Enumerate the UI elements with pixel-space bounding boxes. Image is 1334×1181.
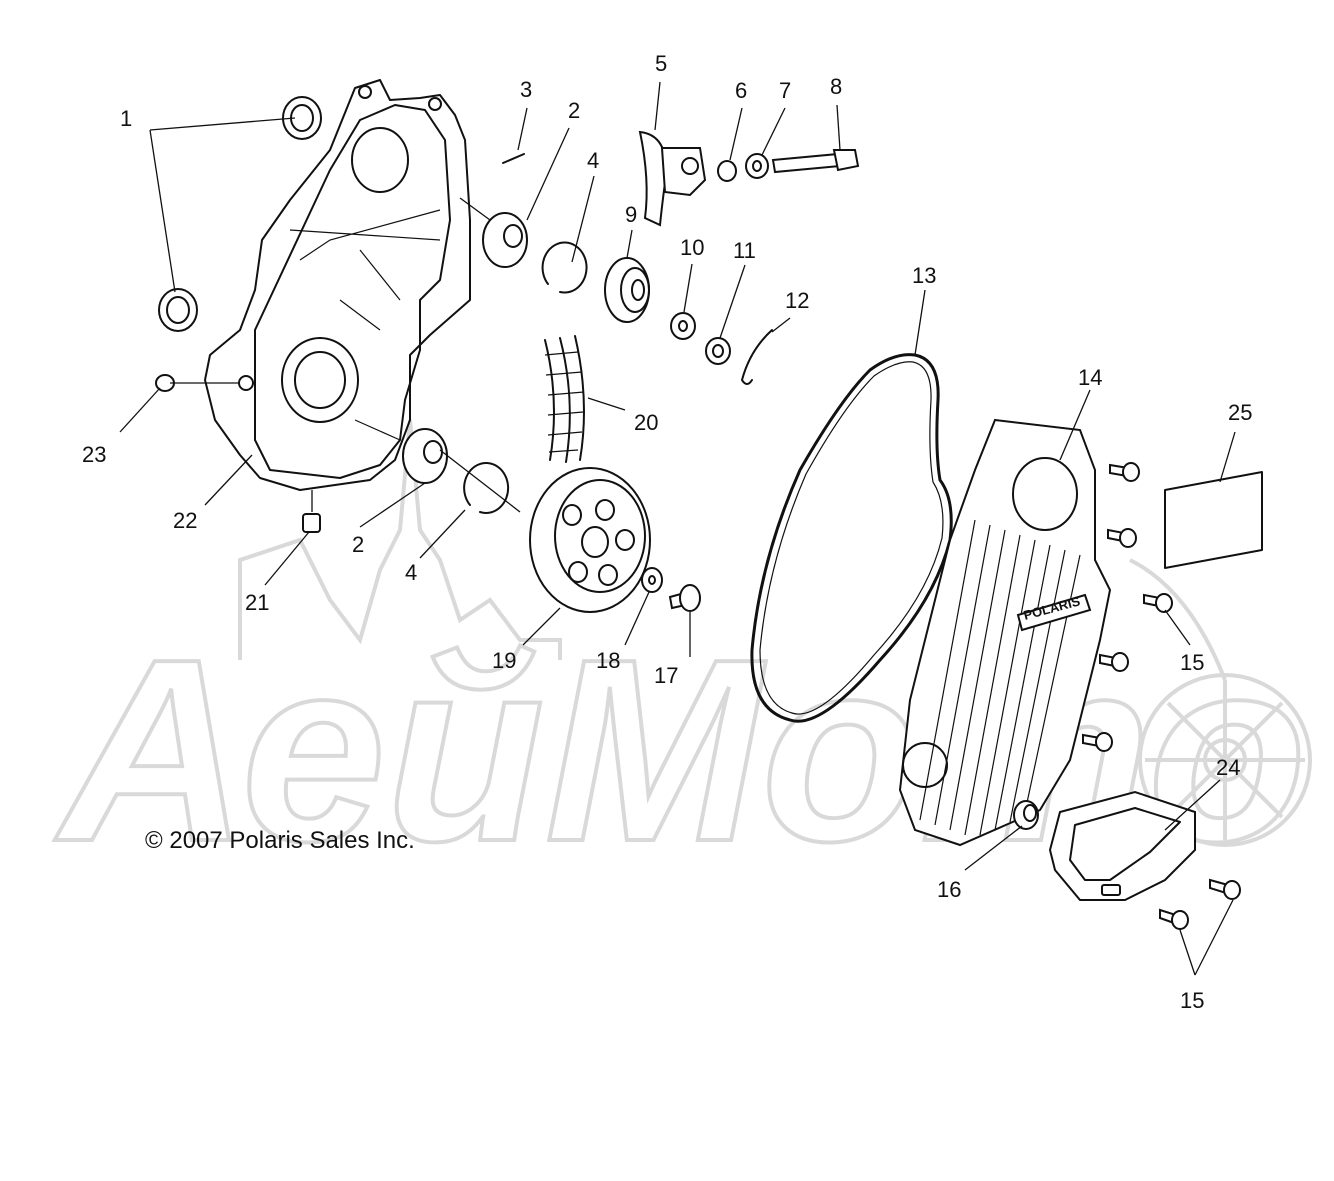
callout-2-lower: 2 — [352, 532, 364, 557]
callout-23: 23 — [82, 442, 106, 467]
callout-11: 11 — [733, 238, 756, 263]
callout-8: 8 — [830, 74, 842, 99]
bolt-15c — [1143, 593, 1173, 613]
part-3-pin — [502, 153, 525, 164]
callout-25: 25 — [1228, 400, 1252, 425]
part-5-tensioner — [638, 130, 707, 227]
callout-6: 6 — [735, 78, 747, 103]
cover-ribs — [919, 519, 1081, 836]
callout-17: 17 — [654, 663, 678, 688]
part-12-cotter-pin — [741, 329, 773, 385]
bolt-15b — [1107, 528, 1137, 548]
part-1-seals — [158, 96, 322, 332]
callout-19: 19 — [492, 648, 516, 673]
watermark-wheel-icon — [1129, 558, 1312, 847]
part-19-driven-sprocket — [529, 467, 651, 613]
part-18-washer — [641, 567, 663, 593]
callout-3: 3 — [520, 77, 532, 102]
part-14-outer-cover: POLARIS — [898, 418, 1112, 847]
copyright-notice: © 2007 Polaris Sales Inc. — [145, 827, 415, 854]
callout-15-upper: 15 — [1180, 650, 1204, 675]
part-15-bolts — [1082, 462, 1241, 930]
part-20-chain — [544, 335, 585, 463]
part-4-snap-ring-lower — [463, 461, 510, 514]
part-9-drive-sprocket — [604, 257, 650, 323]
bolt-15f — [1209, 878, 1241, 900]
callout-14: 14 — [1078, 365, 1102, 390]
part-24-plate — [1048, 790, 1196, 901]
bolt-15d — [1099, 652, 1129, 672]
callout-12: 12 — [785, 288, 809, 313]
callout-1: 1 — [120, 106, 132, 131]
part-2-bearing-upper — [482, 212, 528, 268]
callout-20: 20 — [634, 410, 658, 435]
callout-7: 7 — [779, 78, 791, 103]
callouts: 1 2 2 3 4 4 5 6 7 8 9 10 11 12 13 14 15 … — [82, 51, 1252, 1013]
bolt-15a — [1109, 462, 1140, 482]
part-6-nut — [717, 160, 737, 182]
bolt-15g — [1159, 908, 1189, 930]
callout-16: 16 — [937, 877, 961, 902]
part-22-inner-chaincase — [204, 79, 471, 491]
callout-13: 13 — [912, 263, 936, 288]
leader-lines — [119, 81, 1236, 976]
part-4-snap-ring-upper — [541, 241, 588, 294]
callout-5: 5 — [655, 51, 667, 76]
callout-21: 21 — [245, 590, 269, 615]
part-17-bolt — [668, 584, 701, 612]
callout-15-lower: 15 — [1180, 988, 1204, 1013]
part-13-gasket — [750, 353, 953, 723]
callout-4-upper: 4 — [587, 148, 599, 173]
callout-9: 9 — [625, 202, 637, 227]
part-25-decal — [1164, 471, 1263, 569]
callout-2-upper: 2 — [568, 98, 580, 123]
bolt-15e — [1082, 732, 1113, 752]
callout-18: 18 — [596, 648, 620, 673]
callout-10: 10 — [680, 235, 704, 260]
callout-4-lower: 4 — [405, 560, 417, 585]
part-21-plug — [302, 513, 321, 533]
part-2-bearing-lower — [402, 428, 448, 484]
part-7-washer — [745, 153, 769, 179]
part-11-nut — [705, 337, 731, 365]
part-8-bolt — [771, 149, 860, 174]
part-10-washer — [670, 312, 696, 340]
part-16-seal — [1013, 800, 1039, 830]
callout-22: 22 — [173, 508, 197, 533]
callout-24: 24 — [1216, 755, 1240, 780]
